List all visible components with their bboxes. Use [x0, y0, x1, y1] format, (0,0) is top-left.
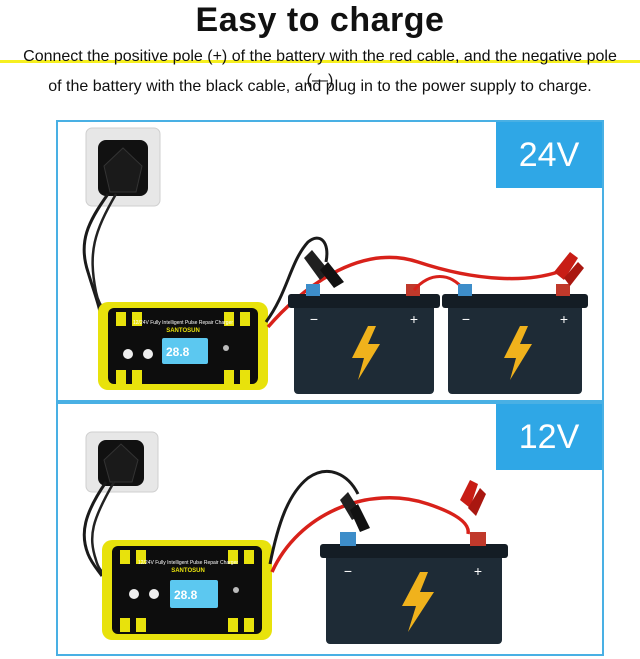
- charger-brand-label: SANTOSUN: [166, 328, 200, 334]
- lightning-bolt-icon: [504, 326, 532, 380]
- highlight-underline: [0, 60, 640, 63]
- red-clamp: [554, 252, 584, 286]
- voltage-badge: 12V: [496, 404, 602, 470]
- power-cord: [82, 193, 110, 313]
- panel-24v: 12/24V Fully Intelligent Pulse Repair Ch…: [56, 120, 604, 402]
- positive-symbol: +: [560, 311, 568, 327]
- lcd-reading: 28.8: [166, 345, 190, 359]
- lightning-bolt-icon: [352, 326, 380, 380]
- positive-symbol: +: [474, 563, 482, 579]
- panel-12v: 12/24V Fully Intelligent Pulse Repair Ch…: [56, 402, 604, 656]
- instruction-line-1: Connect the positive pole (+) of the bat…: [23, 48, 617, 89]
- red-clamp: [460, 480, 486, 516]
- negative-symbol: −: [310, 311, 318, 327]
- black-clamp: [340, 492, 370, 532]
- page-title: Easy to charge: [195, 1, 445, 39]
- negative-symbol: −: [462, 311, 470, 327]
- negative-symbol: −: [344, 563, 352, 579]
- red-cable: [270, 496, 470, 573]
- positive-symbol: +: [410, 311, 418, 327]
- charger-icon: 12/24V Fully Intelligent Pulse Repair Ch…: [98, 302, 268, 390]
- lightning-bolt-icon: [402, 572, 434, 632]
- wiring-illustration-12v: 12/24V Fully Intelligent Pulse Repair Ch…: [82, 431, 508, 644]
- charger-model-label: 12/24V Fully Intelligent Pulse Repair Ch…: [138, 560, 238, 566]
- black-cable: [268, 469, 360, 565]
- black-clamp: [304, 250, 344, 288]
- black-cable: [264, 236, 329, 323]
- lcd-reading: 28.8: [174, 588, 198, 602]
- voltage-badge: 24V: [496, 122, 602, 188]
- battery-icon: − +: [288, 284, 440, 394]
- battery-icon: − +: [320, 532, 508, 644]
- lcd-display: [162, 338, 208, 364]
- power-cord: [82, 481, 108, 577]
- charger-icon: 12/24V Fully Intelligent Pulse Repair Ch…: [102, 540, 272, 640]
- wall-outlet-icon: [85, 431, 159, 493]
- battery-icon: − +: [442, 284, 588, 394]
- charger-model-label: 12/24V Fully Intelligent Pulse Repair Ch…: [133, 320, 233, 326]
- wall-outlet-icon: [85, 127, 161, 207]
- charger-brand-label: SANTOSUN: [171, 568, 205, 574]
- wiring-illustration-24v: 12/24V Fully Intelligent Pulse Repair Ch…: [82, 127, 588, 394]
- instruction-line-2: of the battery with the black cable, and…: [48, 78, 592, 95]
- lcd-display: [170, 580, 218, 608]
